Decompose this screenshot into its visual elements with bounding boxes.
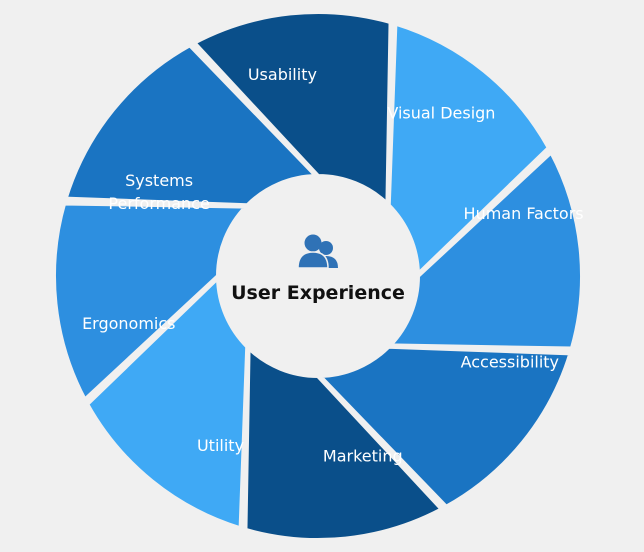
center-disc (218, 176, 418, 376)
segment-label: Performance (108, 194, 209, 213)
segment-label: Marketing (323, 447, 403, 466)
segment-label: Visual Design (387, 103, 495, 122)
segment-label: Ergonomics (82, 314, 175, 333)
segment-label: Accessibility (461, 352, 559, 371)
segment-label: Utility (197, 436, 244, 455)
segment-label: Usability (248, 65, 317, 84)
center-title: User Experience (231, 282, 405, 304)
users-icon (297, 234, 338, 269)
segment-label: Human Factors (464, 204, 584, 223)
segments (52, 10, 584, 542)
segment-label: Systems (125, 171, 193, 190)
